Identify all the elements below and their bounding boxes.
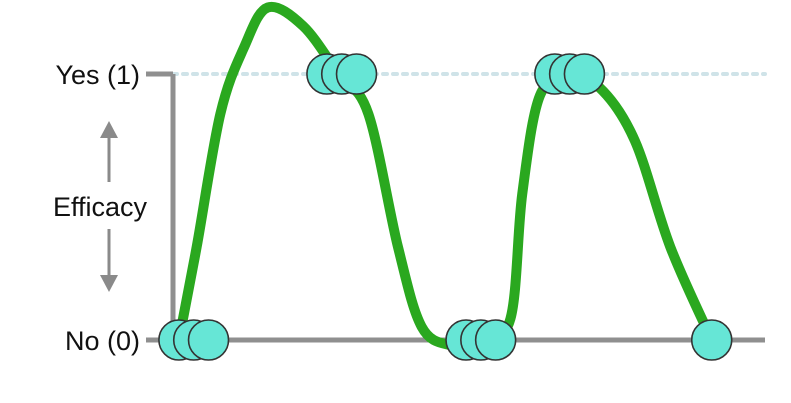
down-arrow-icon bbox=[100, 275, 118, 292]
data-point-11 bbox=[563, 53, 606, 95]
y-tick-label-0: Yes (1) bbox=[55, 60, 140, 90]
points-layer bbox=[158, 53, 733, 361]
data-point-12 bbox=[690, 319, 733, 361]
y-tick-label-1: No (0) bbox=[65, 326, 140, 356]
curve-layer bbox=[173, 1, 717, 352]
data-point-2 bbox=[187, 319, 230, 361]
efficacy-fit-curve bbox=[173, 1, 717, 352]
y-axis-title: Efficacy bbox=[53, 192, 148, 222]
up-arrow-icon bbox=[100, 121, 118, 138]
data-point-5 bbox=[335, 53, 378, 95]
data-point-8 bbox=[474, 319, 517, 361]
axis-layer bbox=[146, 71, 765, 343]
labels-layer: Yes (1) No (0) Efficacy bbox=[53, 60, 148, 356]
